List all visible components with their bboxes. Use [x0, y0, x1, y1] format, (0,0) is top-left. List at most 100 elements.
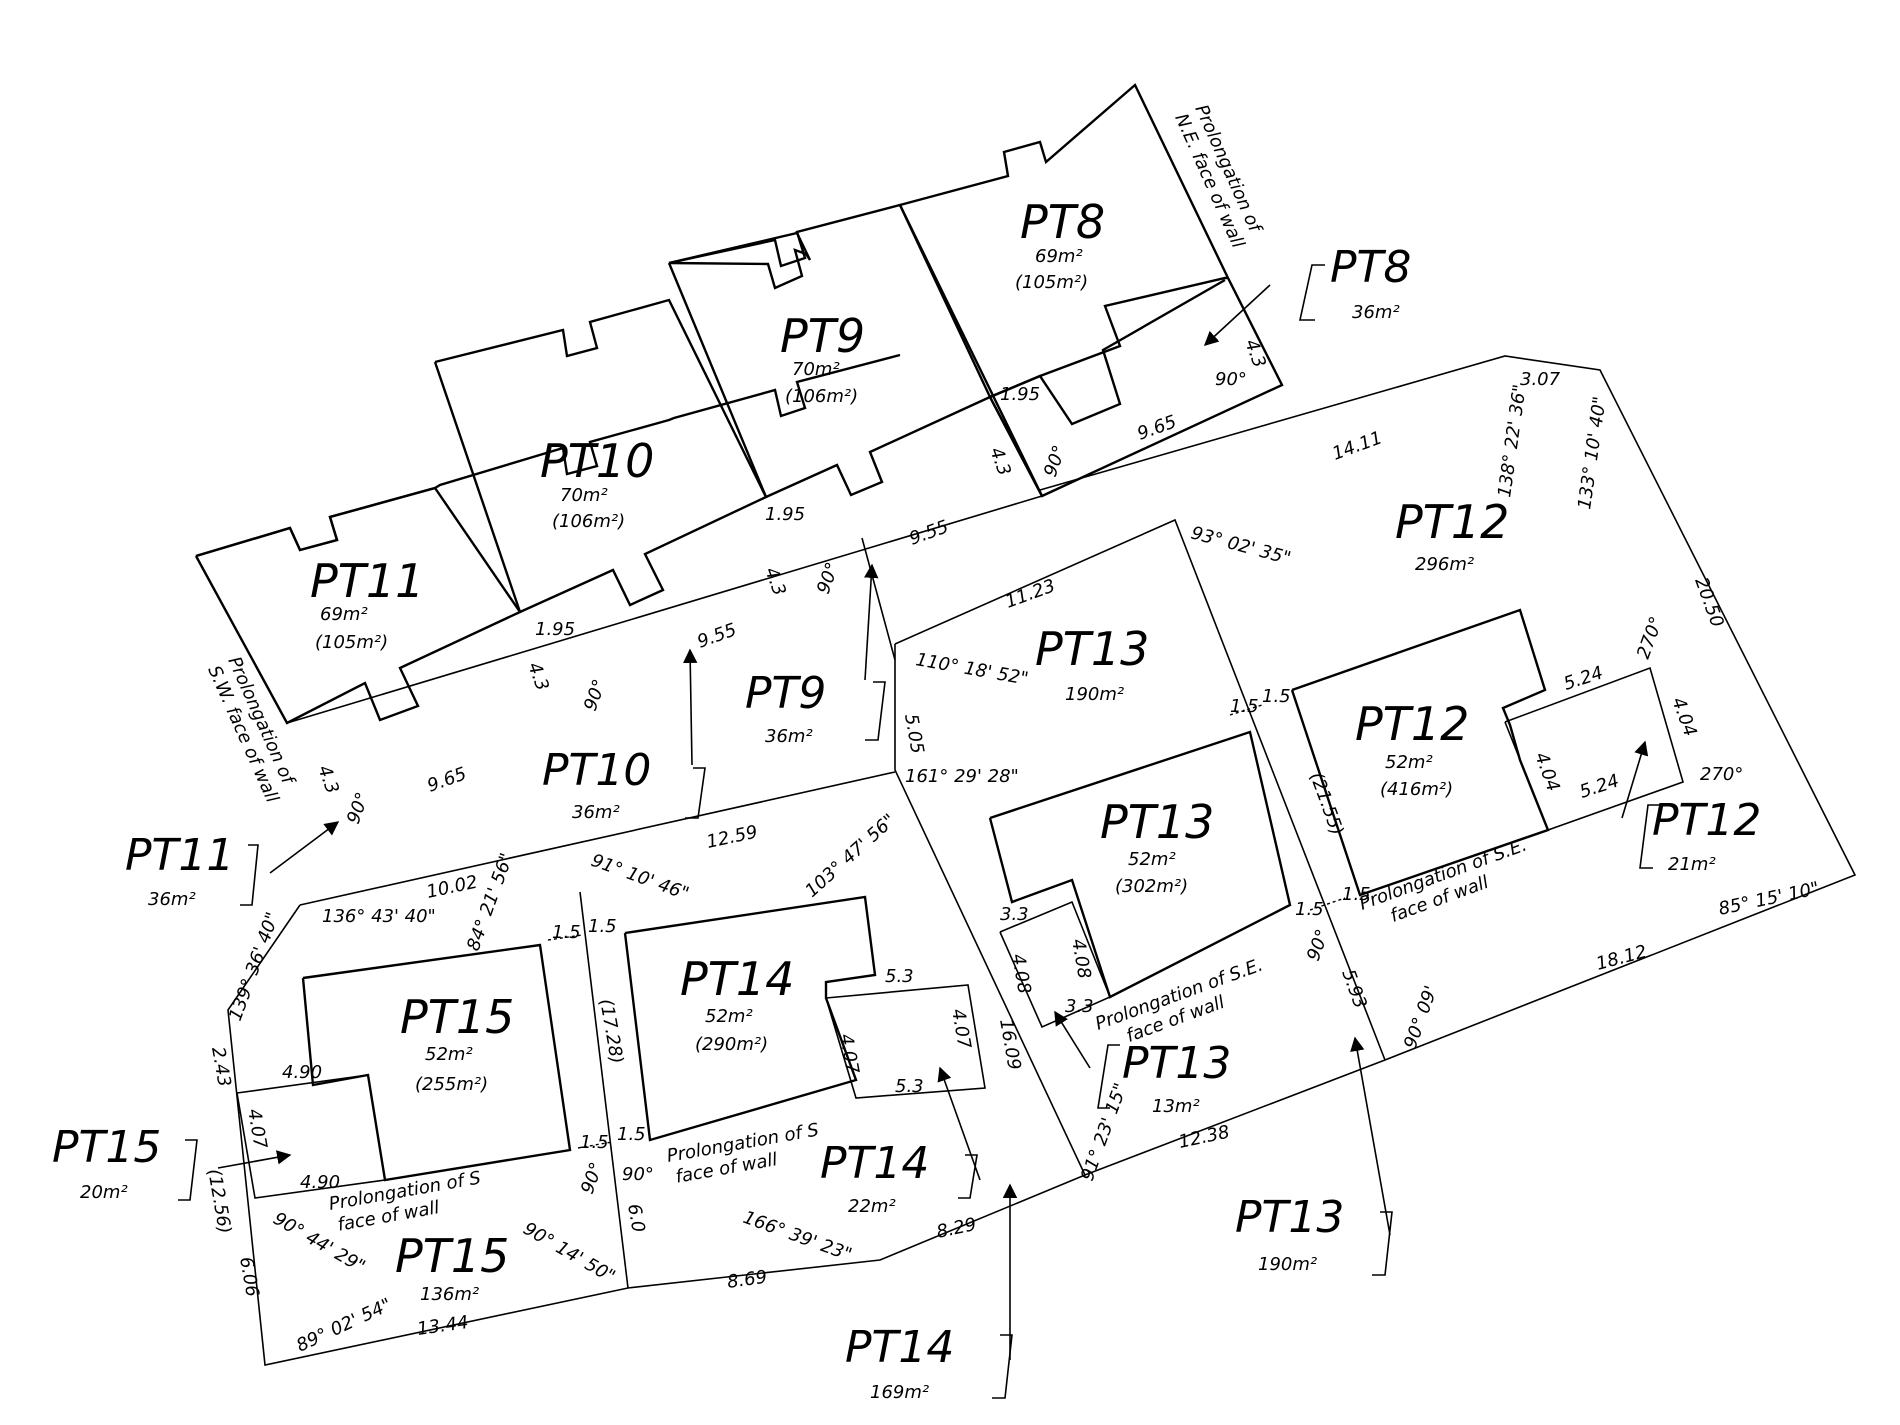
- dim-d63: 2.43: [207, 1045, 235, 1088]
- pt14-building-outline: [623, 895, 877, 1142]
- dim-d3: 1.95: [1000, 384, 1040, 405]
- dim-d4: 9.65: [1135, 411, 1180, 444]
- pt15-bld-gross: (255m²): [415, 1074, 488, 1095]
- dim-d7: 1.95: [765, 504, 805, 525]
- callout-pt12-area: 21m²: [1668, 854, 1716, 875]
- dim-d13: 90°: [580, 677, 611, 714]
- pt13-lot-label: PT13: [1035, 622, 1149, 676]
- dim-d34: 4.04: [1530, 750, 1563, 795]
- pt13-bld-area: 52m²: [1128, 849, 1176, 870]
- arrow-pt13-big: [1350, 1036, 1391, 1236]
- callout-pt10-area: 36m²: [572, 802, 620, 823]
- pt12-annex: [1504, 666, 1684, 832]
- pt9-area: 70m²: [792, 359, 840, 380]
- pt13-lot-boundary: [894, 518, 1386, 1061]
- dim-d12: 4.3: [523, 660, 553, 694]
- dim-d45: 1.5: [552, 922, 581, 943]
- bracket-pt15: [178, 1139, 198, 1201]
- dim-d74: 12.38: [1177, 1122, 1232, 1153]
- dim-d16: 90°: [343, 790, 374, 827]
- dim-d46: 1.5: [588, 916, 617, 937]
- dim-d58: 5.3: [885, 966, 914, 987]
- dim-d68: 1.5: [617, 1124, 646, 1145]
- dim-d62: 16.09: [995, 1017, 1025, 1071]
- building-pt14: [623, 895, 986, 1142]
- pt9-boundary: [668, 231, 812, 290]
- dim-d65: 4.07: [243, 1107, 271, 1151]
- callout-pt13-small-name: PT13: [1122, 1038, 1231, 1089]
- dim-d5: 4.3: [985, 445, 1015, 479]
- pt10-area: 70m²: [560, 485, 608, 506]
- callout-pt12-name: PT12: [1652, 795, 1761, 846]
- dim-d80: 6.06: [235, 1255, 263, 1298]
- pt12-bld-gross: (416m²): [1380, 779, 1453, 800]
- arrow-pt10: [683, 648, 698, 766]
- pt14-boundary: [579, 891, 629, 1289]
- callout-arrows: [217, 284, 1649, 1360]
- dimensions: 4.3 90° 1.95 9.65 4.3 90° 1.95 4.3 90° 9…: [203, 337, 1821, 1357]
- callout-pt15-name: PT15: [52, 1122, 161, 1173]
- pt9-label: PT9: [780, 309, 865, 363]
- dim-d9: 90°: [813, 560, 844, 597]
- dim-d32: 270°: [1633, 614, 1668, 662]
- dim-d47: 139° 36' 40": [225, 910, 284, 1024]
- dim-d50: 4.08: [1067, 937, 1095, 980]
- pt15-bld-label: PT15: [400, 990, 514, 1044]
- pt10-label: PT10: [540, 434, 654, 488]
- terrace-top-edge: [195, 353, 901, 558]
- terrace-row: [195, 353, 901, 558]
- callout-pt14-small-name: PT14: [820, 1138, 929, 1189]
- pt9-gross: (106m²): [785, 386, 858, 407]
- dim-d40: 103° 47' 56": [801, 810, 900, 902]
- pt8-label: PT8: [1020, 195, 1105, 249]
- pt15-yard-label: PT15: [395, 1229, 509, 1283]
- callout-pt13-big-area: 190m²: [1258, 1254, 1317, 1275]
- upper-lot-top: [286, 495, 1043, 724]
- bracket-pt13-small: [1097, 1044, 1120, 1109]
- pt12-building-outline: [1290, 608, 1550, 897]
- pt14-bld-label: PT14: [680, 952, 794, 1006]
- pt11-label: PT11: [310, 554, 424, 608]
- lower-lot-top: [299, 771, 896, 906]
- bracket-pt10: [685, 767, 706, 819]
- dim-d48: 3.3: [1000, 904, 1029, 925]
- dim-d27: 161° 29' 28": [905, 766, 1019, 787]
- dim-d71: (12.56): [203, 1167, 235, 1235]
- pt8-gross: (105m²): [1015, 272, 1088, 293]
- dim-d60: 4.07: [835, 1032, 863, 1076]
- dim-d69: 90°: [577, 1160, 608, 1197]
- pt14-bld-area: 52m²: [705, 1006, 753, 1027]
- dim-d70: 90°: [622, 1164, 654, 1185]
- pt13-bld-gross: (302m²): [1115, 876, 1188, 897]
- dim-d28: 1.5: [1230, 696, 1259, 717]
- dim-d44: 84° 21' 56": [463, 850, 518, 953]
- dim-d66: 4.90: [300, 1172, 340, 1193]
- pt12-lot-area: 296m²: [1415, 554, 1474, 575]
- dim-d37: 1.5: [1342, 884, 1371, 905]
- callout-labels: PT8 36m² PT9 36m² PT10 36m² PT11 36m² PT…: [52, 242, 1761, 1403]
- callout-pt14-small-area: 22m²: [848, 1196, 896, 1217]
- dim-d64: 4.90: [282, 1062, 322, 1083]
- arrow-pt9: [864, 563, 879, 681]
- dim-d81: 89° 02' 54": [293, 1294, 395, 1356]
- callout-pt9-area: 36m²: [765, 726, 813, 747]
- bracket-pt12: [1639, 804, 1660, 869]
- callout-pt13-big-name: PT13: [1235, 1192, 1344, 1243]
- pt12-lot-label: PT12: [1395, 495, 1509, 549]
- dim-d76: 166° 39' 23": [740, 1207, 854, 1266]
- pt13-annex: [999, 900, 1112, 1029]
- dim-d8: 4.3: [760, 565, 790, 599]
- dim-d10: 9.55: [907, 516, 952, 549]
- dim-d59: 4.07: [947, 1007, 975, 1051]
- dim-d79: 90° 14' 50": [520, 1218, 619, 1287]
- dim-d72: 6.0: [623, 1202, 649, 1234]
- dim-d31: 5.24: [1561, 662, 1606, 694]
- dim-d15: 4.3: [313, 763, 343, 797]
- dim-d36: 270°: [1700, 764, 1743, 785]
- pt11-gross: (105m²): [315, 632, 388, 653]
- dim-d2: 90°: [1215, 369, 1247, 390]
- prolongation-ticks: [547, 704, 1346, 1149]
- callout-pt11-name: PT11: [125, 830, 234, 881]
- dim-d56: 18.12: [1594, 941, 1649, 975]
